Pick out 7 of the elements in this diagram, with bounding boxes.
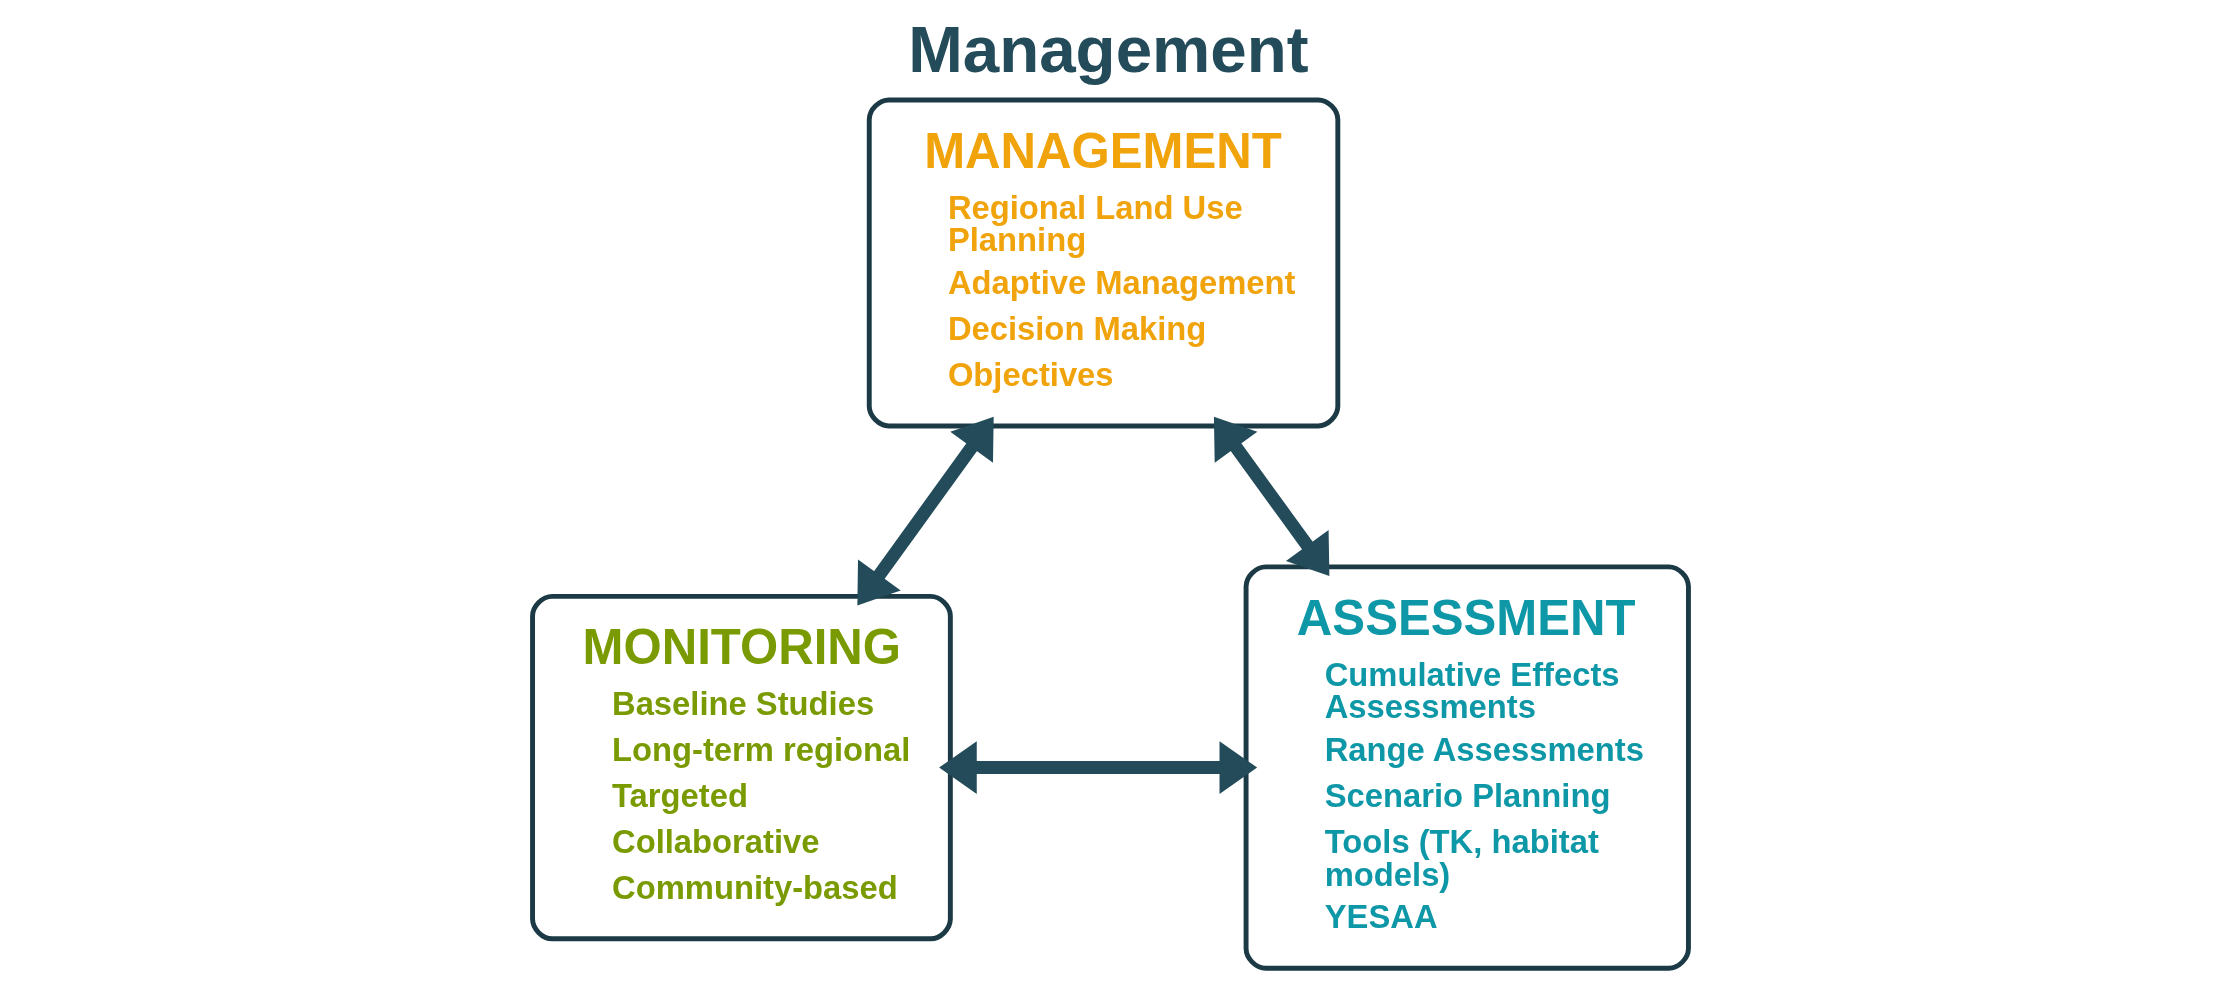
node-box: MONITORING Baseline Studies Long-term regional Targeted Collaborative Community-based xyxy=(530,593,953,942)
arrow xyxy=(857,416,994,606)
arrow xyxy=(939,741,1258,794)
arrow xyxy=(1213,416,1330,576)
node-box: ASSESSMENT Cumulative Effects Assessments Range Assessments Scenario Planning Tools (TK, habitat models) YESAA xyxy=(1243,564,1691,971)
diagram-title: Management xyxy=(908,13,1309,87)
node-box: MANAGEMENT Regional Land Use Planning Adaptive Management Decision Making Objectives xyxy=(866,97,1341,429)
